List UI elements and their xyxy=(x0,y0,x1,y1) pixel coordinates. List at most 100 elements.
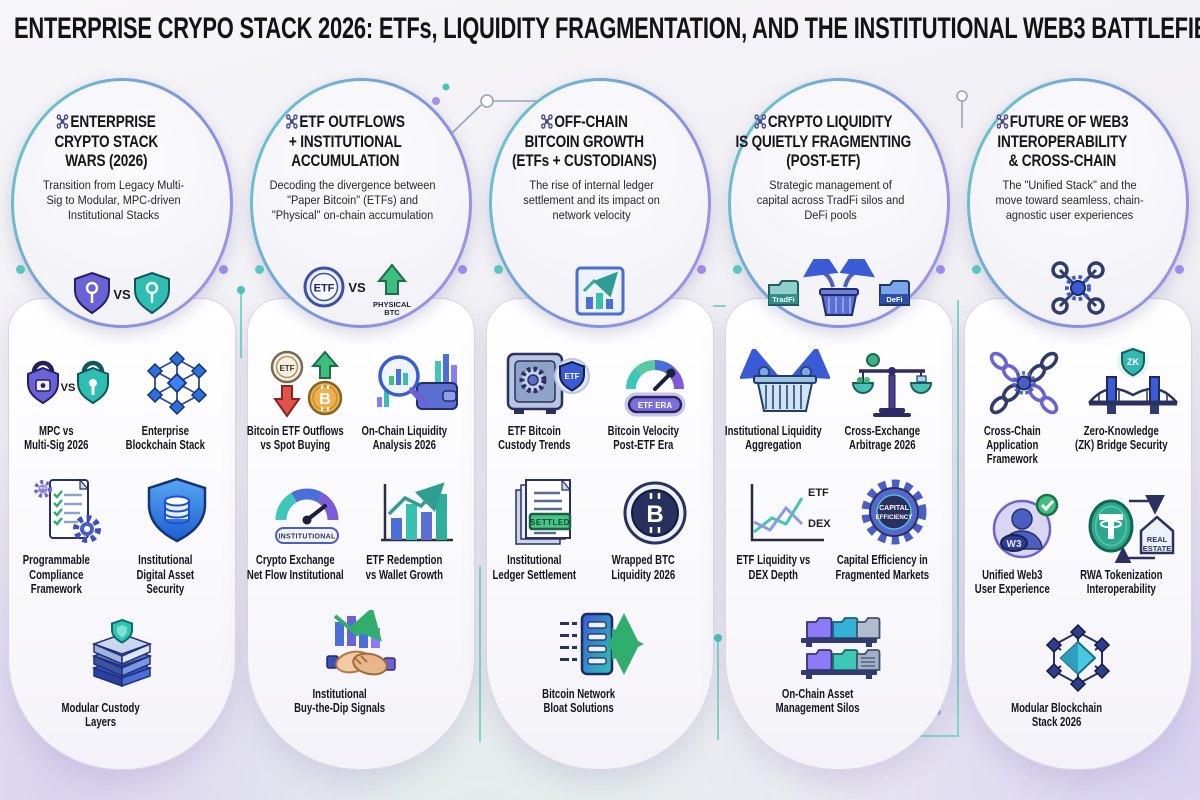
node-dot xyxy=(697,265,706,274)
drone-icon xyxy=(286,114,298,133)
topic-item: Cross-Exchange Arbitrage 2026 xyxy=(839,343,948,452)
item-label: Modular Blockchain Stack 2026 xyxy=(1010,701,1102,730)
item-label: On-Chain Liquidity Analysis 2026 xyxy=(361,424,448,453)
node-dot xyxy=(1175,265,1184,274)
bars-trend-up-icon xyxy=(373,472,459,548)
column-title: FUTURE OF WEB3 INTEROPERABILITY & CROSS-… xyxy=(996,112,1129,170)
shields-vs-badge: VS xyxy=(70,271,174,319)
drone-icon xyxy=(57,114,69,133)
column-etf-outflows: ETF OUTFLOWS + INSTITUTIONAL ACCUMULATIO… xyxy=(245,78,477,770)
item-label: Modular Custody Layers xyxy=(61,701,140,730)
topic-item: SETTLED Institutional Ledger Settlement xyxy=(491,472,600,582)
item-label: Unified Web3 User Experience xyxy=(975,567,1051,596)
etf-coin-vs-arrow-icon: ETF VS PHYSICAL BTC xyxy=(303,263,411,317)
column-subtitle: Strategic management of capital across T… xyxy=(756,178,905,223)
magnifier-wallet-bars-icon xyxy=(371,343,461,419)
svg-text:EFFICIENCY: EFFICIENCY xyxy=(875,514,913,521)
item-label: Crypto Exchange Net Flow Institutional xyxy=(247,553,344,582)
topic-item: REAL ESTATE RWA Tokenization Interoperab… xyxy=(1078,487,1187,596)
token-real-estate-icon: REAL ESTATE xyxy=(1085,487,1181,563)
column-web3-interop: FUTURE OF WEB3 INTEROPERABILITY & CROSS-… xyxy=(962,78,1194,770)
drone-icon xyxy=(541,114,553,133)
svg-text:ETF: ETF xyxy=(314,283,335,295)
gauge-etf-era-icon: ETF ERA xyxy=(609,343,701,419)
svg-text:INSTITUTIONAL: INSTITUTIONAL xyxy=(278,534,336,541)
node-dot xyxy=(733,265,742,274)
capital-efficiency-gear-icon: CAPITAL EFFICIENCY xyxy=(854,472,934,548)
topic-item: Enterprise Blockchain Stack xyxy=(122,343,231,452)
column-panel: Institutional Liquidity Aggregation xyxy=(725,298,953,770)
node-dot xyxy=(936,265,945,274)
server-flow-arrows-icon xyxy=(554,602,646,682)
page-title: ENTERPRISE CRYPO STACK 2026: ETFs, LIQUI… xyxy=(14,12,1200,45)
zk-bridge-icon: ZK xyxy=(1085,343,1181,419)
svg-text:PHYSICAL: PHYSICAL xyxy=(373,300,411,309)
column-stack-wars: ENTERPRISE CRYPTO STACK WARS (2026) Tran… xyxy=(6,78,238,770)
node-dot xyxy=(219,265,228,274)
node-dot xyxy=(458,265,467,274)
column-panel: Cross-Chain Application Framework ZK xyxy=(964,298,1192,770)
item-label: Cross-Exchange Arbitrage 2026 xyxy=(844,424,921,453)
item-label: On-Chain Asset Management Silos xyxy=(775,686,860,716)
svg-text:VS: VS xyxy=(113,287,131,302)
safe-etf-shield-icon: ETF xyxy=(500,343,592,419)
node-dot xyxy=(494,265,503,274)
column-panel: VS MPC vs Multi-Sig 2026 xyxy=(8,298,236,770)
ledger-settled-stamp-icon: SETTLED xyxy=(504,472,588,548)
crossed-chains-icon xyxy=(981,343,1067,419)
shield-database-icon xyxy=(141,472,213,548)
etf-dex-line-chart-icon: ETF DEX xyxy=(738,472,832,548)
svg-text:W3: W3 xyxy=(1006,539,1021,550)
shield-vs-shield-icon: VS xyxy=(74,271,170,315)
node-dot xyxy=(16,265,25,274)
blockchain-network-icon xyxy=(135,343,219,419)
handshake-dip-chart-icon xyxy=(315,602,407,682)
topic-item: CAPITAL EFFICIENCY Capital Efficiency in… xyxy=(836,472,948,582)
item-label: Wrapped BTC Liquidity 2026 xyxy=(611,553,676,582)
compliance-document-gear-icon xyxy=(26,472,110,548)
column-title: CRYPTO LIQUIDITY IS QUIETLY FRAGMENTING … xyxy=(735,112,912,170)
topic-item: ETF ERA Bitcoin Velocity Post-ETF Era xyxy=(600,343,709,452)
svg-text:ETF: ETF xyxy=(564,372,579,381)
item-label: Bitcoin Velocity Post-ETF Era xyxy=(607,424,680,453)
svg-text:TradFi: TradFi xyxy=(772,295,795,304)
column-title: ENTERPRISE CRYPTO STACK WARS (2026) xyxy=(54,112,159,170)
column-header-bubble: ENTERPRISE CRYPTO STACK WARS (2026) Tran… xyxy=(11,78,233,328)
basket-inflow-arrows-icon xyxy=(739,343,830,419)
column-offchain-growth: OFF-CHAIN BITCOIN GROWTH (ETFs + CUSTODI… xyxy=(484,78,716,770)
topic-item: Institutional Digital Asset Security xyxy=(122,472,231,596)
node-dot xyxy=(255,265,264,274)
topic-item: Programmable Compliance Framework xyxy=(13,472,122,596)
infographic-columns: ENTERPRISE CRYPTO STACK WARS (2026) Tran… xyxy=(0,78,1200,770)
column-panel: ETF ETF Bitcoin Custody Trends xyxy=(486,298,714,770)
column-header-bubble: OFF-CHAIN BITCOIN GROWTH (ETFs + CUSTODI… xyxy=(489,78,711,328)
item-label: Institutional Digital Asset Security xyxy=(136,553,195,596)
item-label: Institutional Liquidity Aggregation xyxy=(725,424,822,453)
item-label: Cross-Chain Application Framework xyxy=(984,424,1042,467)
topic-item: B Wrapped BTC Liquidity 2026 xyxy=(600,472,709,582)
topic-item: ETF DEX ETF Liquidity vs DEX Depth xyxy=(730,472,839,582)
svg-text:CAPITAL: CAPITAL xyxy=(879,505,910,512)
column-subtitle: Transition from Legacy Multi- Sig to Mod… xyxy=(43,178,185,223)
topic-item: Cross-Chain Application Framework xyxy=(969,343,1078,467)
tradfi-defi-badge: TradFi DeFi xyxy=(763,259,915,319)
framed-chart-icon xyxy=(575,266,625,316)
item-label: ETF Bitcoin Custody Trends xyxy=(498,424,571,453)
item-label: Institutional Ledger Settlement xyxy=(492,553,577,582)
modular-blockchain-network-icon xyxy=(1035,616,1121,696)
topic-item: ETF B Bitcoin ETF Outflows vs Spot Buyin… xyxy=(247,343,361,452)
column-panel: ETF B Bitcoin ETF Outflows vs Spot Buyin… xyxy=(247,298,475,770)
item-label: Zero-Knowledge (ZK) Bridge Security xyxy=(1075,424,1168,453)
svg-text:DeFi: DeFi xyxy=(886,295,902,304)
svg-text:B: B xyxy=(319,391,331,408)
topic-item: ETF Redemption vs Wallet Growth xyxy=(361,472,470,582)
balance-scale-icon xyxy=(849,343,939,419)
gauge-institutional-icon: INSTITUTIONAL xyxy=(262,472,352,548)
chain-hub-badge xyxy=(1049,259,1107,319)
item-label: RWA Tokenization Interoperability xyxy=(1080,567,1163,596)
svg-text:REAL: REAL xyxy=(1146,535,1167,544)
column-title: OFF-CHAIN BITCOIN GROWTH (ETFs + CUSTODI… xyxy=(512,112,657,170)
topic-item: Institutional Liquidity Aggregation xyxy=(725,343,839,452)
svg-text:ETF: ETF xyxy=(279,364,294,373)
svg-text:VS: VS xyxy=(60,382,75,394)
